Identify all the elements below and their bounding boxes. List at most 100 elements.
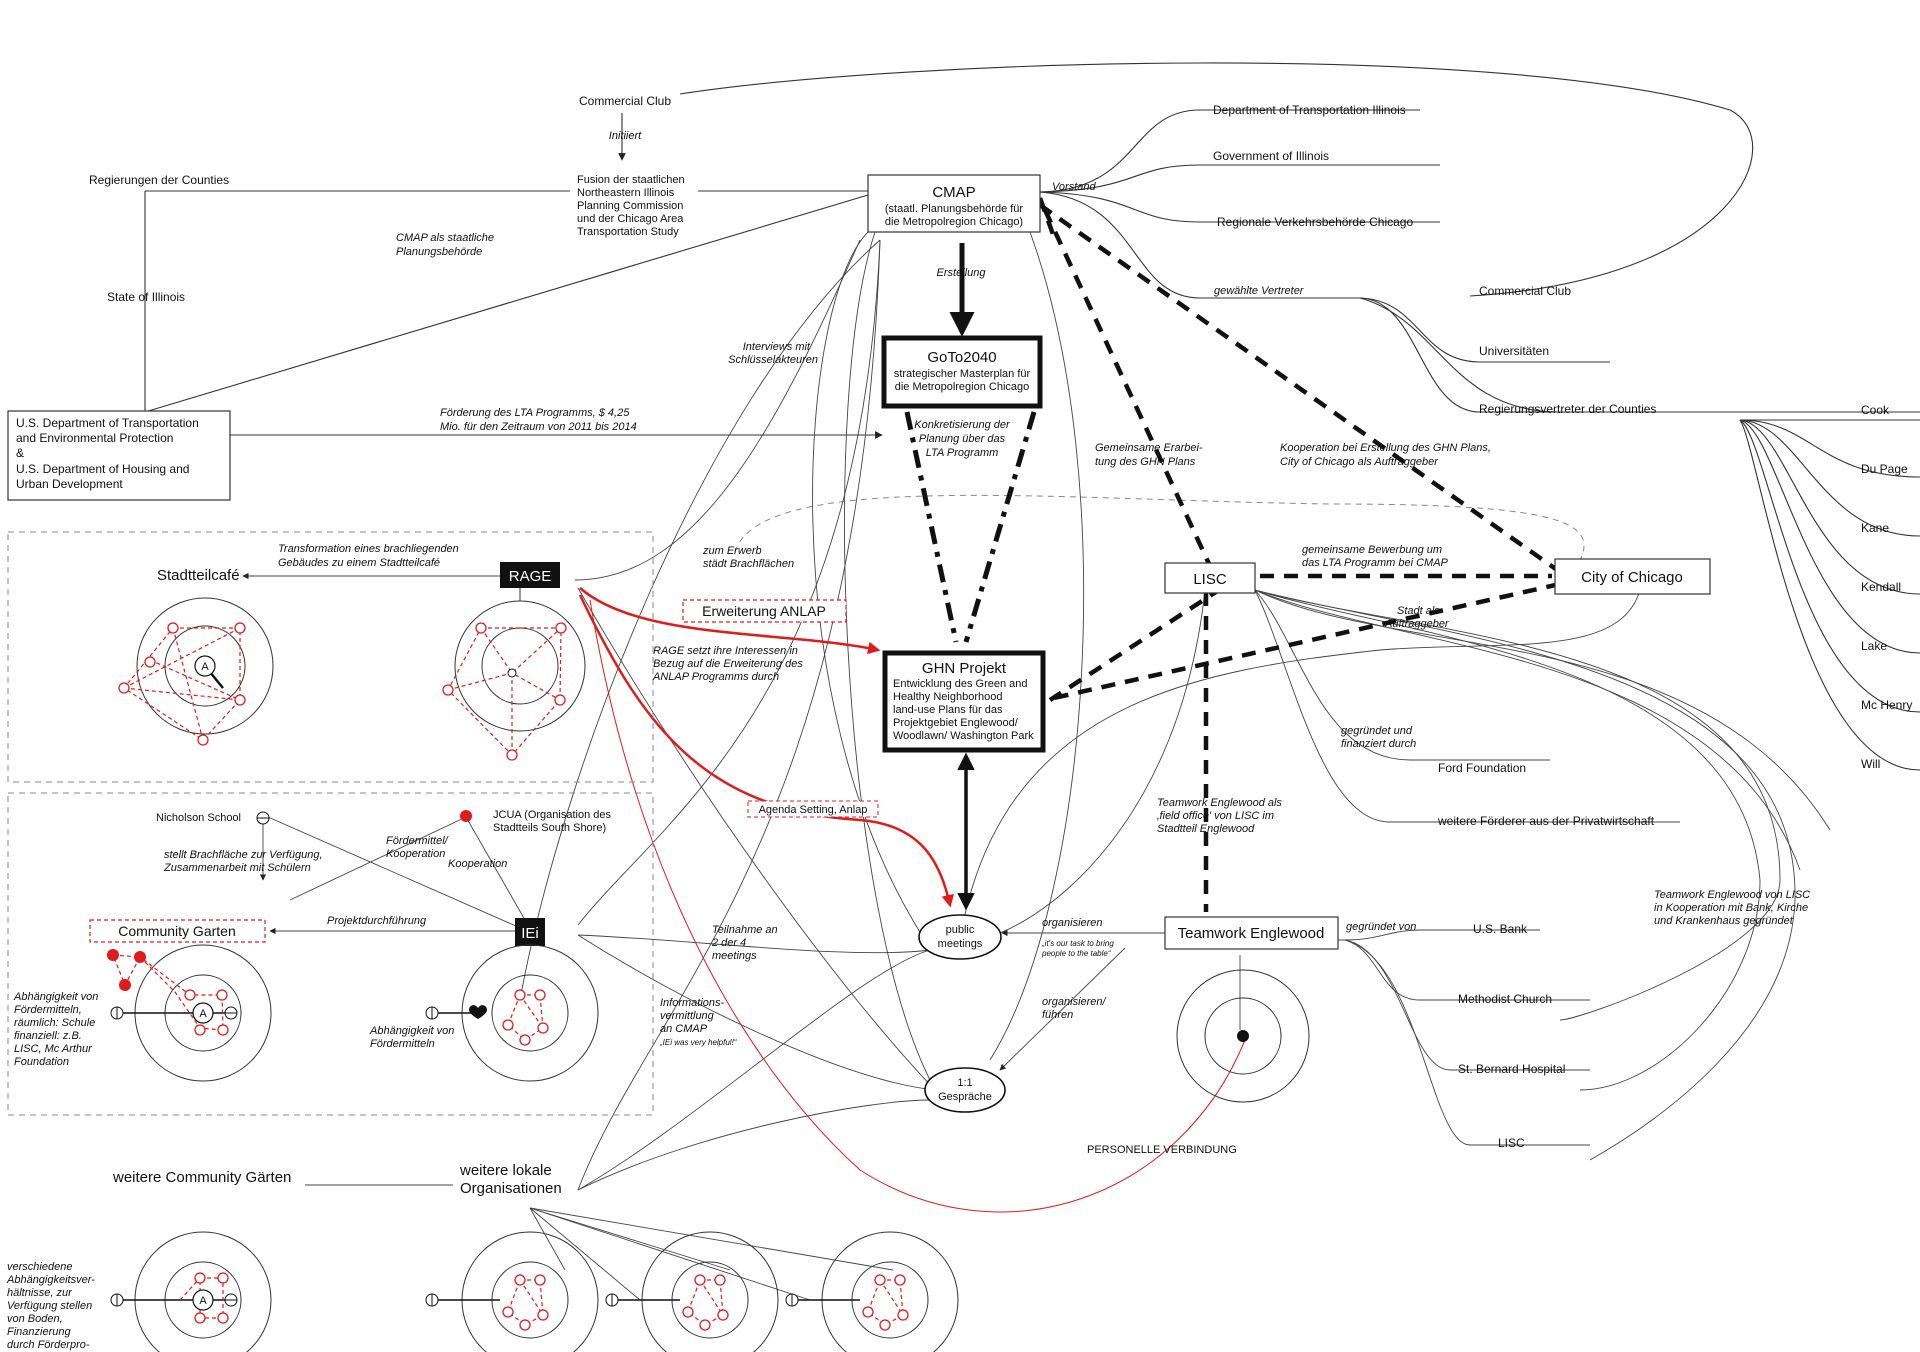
svg-text:Kooperation: Kooperation <box>448 858 507 870</box>
svg-text:gegründet und: gegründet und <box>1341 725 1413 737</box>
stadtteilcafe-cluster: A <box>118 597 274 746</box>
svg-text:LISC, Mc Arthur: LISC, Mc Arthur <box>14 1043 93 1055</box>
svg-text:and Environmental Protection: and Environmental Protection <box>16 431 173 445</box>
svg-text:an CMAP: an CMAP <box>660 1023 708 1035</box>
svg-text:CMAP als staatliche: CMAP als staatliche <box>396 232 494 244</box>
thick-dashed-links <box>904 197 1562 912</box>
svg-text:Initiiert: Initiiert <box>609 130 642 142</box>
svg-text:Woodlawn/ Washington Park: Woodlawn/ Washington Park <box>893 730 1034 742</box>
svg-text:meetings: meetings <box>712 950 757 962</box>
svg-text:Planungsbehörde: Planungsbehörde <box>396 246 482 258</box>
svg-text:Nicholson School: Nicholson School <box>156 812 241 824</box>
svg-text:finanziert durch: finanziert durch <box>1341 738 1416 750</box>
svg-text:Teamwork Englewood von LISC: Teamwork Englewood von LISC <box>1654 889 1810 901</box>
svg-text:Stadtteils South Shore): Stadtteils South Shore) <box>493 822 606 834</box>
svg-text:PERSONELLE VERBINDUNG: PERSONELLE VERBINDUNG <box>1087 1144 1237 1156</box>
city-of-chicago-node[interactable]: City of Chicago <box>1554 558 1711 595</box>
svg-text:die Metropolregion Chicago): die Metropolregion Chicago) <box>885 216 1023 228</box>
svg-text:Organisationen: Organisationen <box>460 1180 562 1197</box>
svg-text:Förderung des LTA Programms, $: Förderung des LTA Programms, $ 4,25 <box>440 407 630 419</box>
svg-text:Kendall: Kendall <box>1861 580 1901 594</box>
svg-text:Teamwork Englewood: Teamwork Englewood <box>1178 925 1325 942</box>
svg-text:„IEi was very helpful!“: „IEi was very helpful!“ <box>659 1038 737 1047</box>
lokale-org-cluster-3 <box>785 1231 959 1352</box>
svg-text:City of Chicago als Auftraggeb: City of Chicago als Auftraggeber <box>1280 456 1439 468</box>
svg-text:Gemeinsame Erarbei-: Gemeinsame Erarbei- <box>1095 442 1203 454</box>
svg-text:St. Bernard Hospital: St. Bernard Hospital <box>1458 1062 1565 1076</box>
svg-text:Government of Illinois: Government of Illinois <box>1213 149 1329 163</box>
commercial-club-top: Commercial Club <box>579 94 671 108</box>
svg-text:LISC: LISC <box>1498 1136 1525 1150</box>
svg-text:RAGE setzt ihre Interessen in: RAGE setzt ihre Interessen in <box>653 645 798 657</box>
community-garten-box[interactable]: Community Garten <box>89 919 266 943</box>
gespraeche-node[interactable]: 1:1 Gespräche <box>924 1067 1006 1113</box>
connector-lines <box>144 62 1920 1301</box>
goto2040-node[interactable]: GoTo2040 strategischer Masterplan für di… <box>881 335 1043 409</box>
labels: Commercial Club Initiiert Fusion der sta… <box>6 94 1912 1351</box>
svg-text:Healthy Neighborhood: Healthy Neighborhood <box>893 691 1002 703</box>
lisc-node[interactable]: LISC <box>1164 562 1256 594</box>
svg-text:Teamwork Englewood als: Teamwork Englewood als <box>1157 797 1282 809</box>
usdot-node[interactable]: U.S. Department of Transportation and En… <box>7 410 231 501</box>
weitere-gaerten-cluster: A <box>110 1231 272 1352</box>
lokale-org-cluster-1 <box>425 1231 599 1352</box>
svg-text:in Kooperation mit Bank, Kirch: in Kooperation mit Bank, Kirche <box>1654 902 1808 914</box>
svg-text:Regierungen der Counties: Regierungen der Counties <box>89 173 229 187</box>
svg-text:hältnisse, zur: hältnisse, zur <box>7 1287 73 1299</box>
svg-text:U.S. Bank: U.S. Bank <box>1473 922 1528 936</box>
ghn-projekt-node[interactable]: GHN Projekt Entwicklung des Green and He… <box>882 650 1046 753</box>
lokale-org-cluster-2 <box>605 1231 779 1352</box>
svg-text:Abhängigkeit von: Abhängigkeit von <box>369 1025 454 1037</box>
svg-text:Planung über das: Planung über das <box>919 433 1006 445</box>
svg-text:Will: Will <box>1861 757 1880 771</box>
svg-text:Urban Development: Urban Development <box>16 477 123 491</box>
svg-text:LTA Programm: LTA Programm <box>926 447 999 459</box>
svg-text:Agenda Setting, Anlap: Agenda Setting, Anlap <box>759 804 868 816</box>
svg-text:A: A <box>201 661 209 673</box>
nicholson-marker <box>256 811 270 825</box>
svg-text:Mc Henry: Mc Henry <box>1861 698 1912 712</box>
svg-text:Schlüsselakteuren: Schlüsselakteuren <box>728 354 818 366</box>
svg-text:organisieren/: organisieren/ <box>1042 996 1107 1008</box>
svg-text:Transformation eines brachlieg: Transformation eines brachliegenden <box>278 543 459 555</box>
svg-text:Entwicklung des Green and: Entwicklung des Green and <box>893 678 1028 690</box>
svg-text:Fördermittel/: Fördermittel/ <box>386 835 449 847</box>
svg-text:Fördermitteln,: Fördermitteln, <box>14 1004 82 1016</box>
svg-text:LISC: LISC <box>1193 571 1227 588</box>
svg-text:Kane: Kane <box>1861 521 1889 535</box>
svg-text:zum Erwerb: zum Erwerb <box>702 545 762 557</box>
cmap-node[interactable]: CMAP (staatl. Planungsbehörde für die Me… <box>867 174 1041 233</box>
iei-cluster <box>425 944 599 1082</box>
svg-text:führen: führen <box>1042 1009 1073 1021</box>
teamwork-englewood-node[interactable]: Teamwork Englewood <box>1164 916 1339 950</box>
svg-text:Methodist Church: Methodist Church <box>1458 992 1552 1006</box>
svg-text:Abhängigkeitsver-: Abhängigkeitsver- <box>6 1274 95 1286</box>
svg-text:Projektdurchführung: Projektdurchführung <box>327 915 427 927</box>
svg-text:ANLAP Programms durch: ANLAP Programms durch <box>652 671 779 683</box>
svg-text:Planning Commission: Planning Commission <box>577 200 683 212</box>
iei-node[interactable]: IEi <box>515 918 545 946</box>
erweiterung-anlap-box[interactable]: Erweiterung ANLAP <box>682 599 847 623</box>
svg-text:JCUA (Organisation des: JCUA (Organisation des <box>493 809 611 821</box>
svg-text:public: public <box>946 924 975 936</box>
svg-text:Verfügung stellen: Verfügung stellen <box>7 1300 92 1312</box>
svg-text:Kooperation bei Erstellung des: Kooperation bei Erstellung des GHN Plans… <box>1280 442 1491 454</box>
svg-text:Du Page: Du Page <box>1861 462 1908 476</box>
svg-text:land-use Plans für das: land-use Plans für das <box>893 704 1003 716</box>
svg-text:Regierungsvertreter der Counti: Regierungsvertreter der Counties <box>1479 402 1656 416</box>
community-garten-cluster: A <box>107 944 272 1082</box>
svg-text:Stadt als: Stadt als <box>1397 605 1440 617</box>
svg-text:Gespräche: Gespräche <box>938 1091 992 1103</box>
agenda-setting-box[interactable]: Agenda Setting, Anlap <box>747 800 879 818</box>
svg-text:gemeinsame Bewerbung um: gemeinsame Bewerbung um <box>1302 544 1442 556</box>
svg-text:weitere lokale: weitere lokale <box>459 1162 552 1179</box>
rage-node[interactable]: RAGE <box>500 562 560 588</box>
public-meetings-node[interactable]: public meetings <box>918 914 1002 960</box>
svg-text:(staatl. Planungsbehörde für: (staatl. Planungsbehörde für <box>885 203 1024 215</box>
svg-text:Gebäudes zu einem Stadtteilcaf: Gebäudes zu einem Stadtteilcafé <box>278 557 440 569</box>
svg-text:„it's our task to bring: „it's our task to bring <box>1041 939 1114 948</box>
svg-text:Department of Transportation I: Department of Transportation Illinois <box>1213 103 1406 117</box>
svg-text:Transportation Study: Transportation Study <box>577 226 679 238</box>
svg-text:CMAP: CMAP <box>932 184 975 201</box>
